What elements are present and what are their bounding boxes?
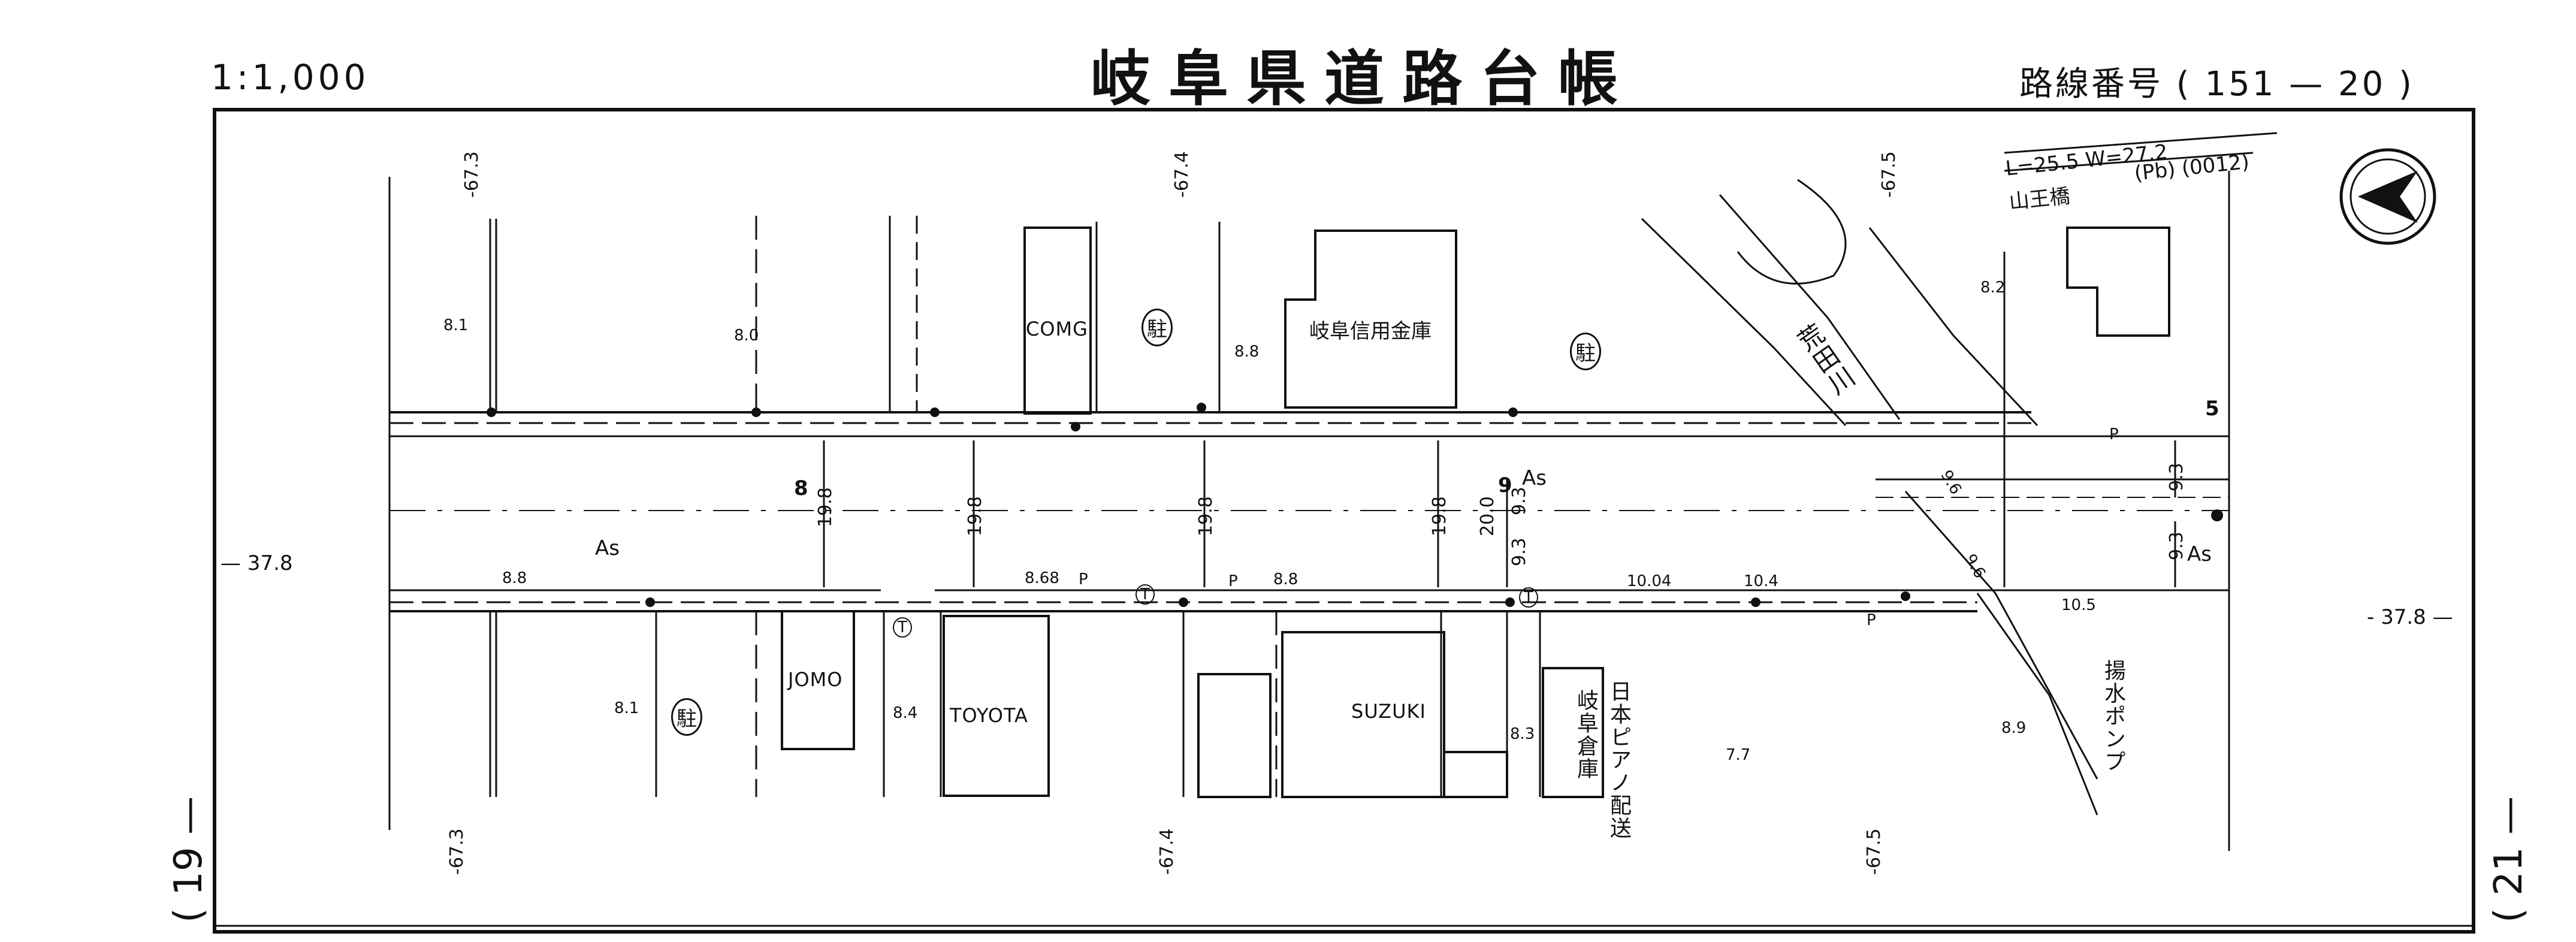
coord-right: - 37.8 —: [2367, 605, 2453, 629]
buildings: [781, 227, 2170, 798]
station-mark: 9: [1498, 473, 1512, 497]
business-gifu-shinkin: 岐阜信用金庫: [1309, 319, 1432, 343]
coord-left: — 37.8: [221, 551, 293, 575]
spot-elevation: 10.5: [2061, 596, 2096, 614]
road-width: 9.3: [1509, 538, 1530, 566]
symbol-t: T: [1136, 584, 1155, 605]
road-width: 20.0: [1477, 496, 1498, 536]
road-width: 9.3: [2166, 532, 2187, 560]
business-nihon-piano: 日本ピアノ配送: [1606, 680, 1631, 840]
road-width: 9.3: [2166, 463, 2187, 491]
utility-symbols: [487, 403, 2223, 607]
spot-elevation: 8.4: [893, 704, 918, 722]
coord-top-3: -67.5: [1879, 151, 1899, 198]
surface-label: As: [2187, 542, 2212, 566]
coord-bottom-2: -67.4: [1156, 828, 1177, 875]
symbol-t: T: [893, 617, 912, 638]
spot-elevation: 8.3: [1510, 725, 1535, 743]
spot-elevation: 10.04: [1627, 572, 1672, 590]
station-mark: 5: [2205, 397, 2219, 421]
route-number: 路線番号 ( 151 — 20 ): [2019, 65, 2414, 104]
spot-elevation: 8.1: [614, 699, 639, 717]
parking-icon: 駐: [1570, 333, 1601, 370]
spot-elevation: 8.8: [502, 569, 527, 587]
coord-top-1: -67.3: [461, 151, 482, 198]
pump-station: 揚水ポンプ: [2101, 659, 2125, 773]
map-scale: 1:1,000: [211, 57, 370, 98]
spot-elevation: 8.9: [2001, 719, 2027, 737]
spot-elevation: 10.4: [1744, 572, 1778, 590]
coord-bottom-1: -67.3: [446, 828, 467, 875]
spot-elevation: 8.68: [1025, 569, 1059, 587]
symbol-p: P: [2109, 425, 2119, 443]
road-width: 19.8: [965, 496, 986, 536]
lot-lines: [388, 171, 2230, 851]
spot-elevation: 8.8: [1234, 343, 1260, 361]
sheet-next: ( 21 —: [2487, 796, 2531, 923]
symbol-t: T: [1519, 587, 1538, 608]
spot-elevation: 7.7: [1726, 746, 1751, 764]
surface-label: As: [1522, 466, 1547, 490]
coord-top-2: -67.4: [1171, 151, 1192, 198]
spot-elevation: 8.0: [734, 327, 759, 345]
spot-elevation: 8.1: [443, 316, 469, 334]
business-suzuki: SUZUKI: [1351, 700, 1426, 723]
station-mark: 8: [794, 476, 808, 500]
north-arrow-icon: [2339, 148, 2436, 245]
road-lines: [389, 411, 2229, 612]
symbol-p: P: [1867, 611, 1876, 629]
road-width: 19.8: [815, 487, 836, 527]
business-comg: COMG: [1026, 318, 1088, 340]
page-title: 岐阜県道路台帳: [1091, 44, 1636, 114]
parking-icon: 駐: [1141, 309, 1173, 346]
spot-elevation: 8.2: [1980, 279, 2006, 297]
width-arrows: [823, 440, 2176, 587]
surface-label: As: [595, 536, 620, 560]
business-toyota: TOYOTA: [950, 704, 1028, 727]
symbol-p: P: [1228, 572, 1238, 590]
coord-bottom-3: -67.5: [1864, 828, 1885, 875]
river-and-bridge: [1641, 132, 2278, 816]
business-gifu-soko: 岐阜倉庫: [1574, 689, 1598, 780]
business-jomo: JOMO: [788, 668, 843, 691]
spot-elevation: 8.8: [1273, 570, 1298, 588]
road-width: 19.8: [1195, 496, 1216, 536]
sheet-previous: ( 19 —: [167, 796, 211, 923]
road-width: 19.8: [1429, 496, 1450, 536]
symbol-p: P: [1079, 570, 1088, 588]
map-frame: [213, 108, 2475, 934]
parking-icon: 駐: [671, 698, 702, 736]
